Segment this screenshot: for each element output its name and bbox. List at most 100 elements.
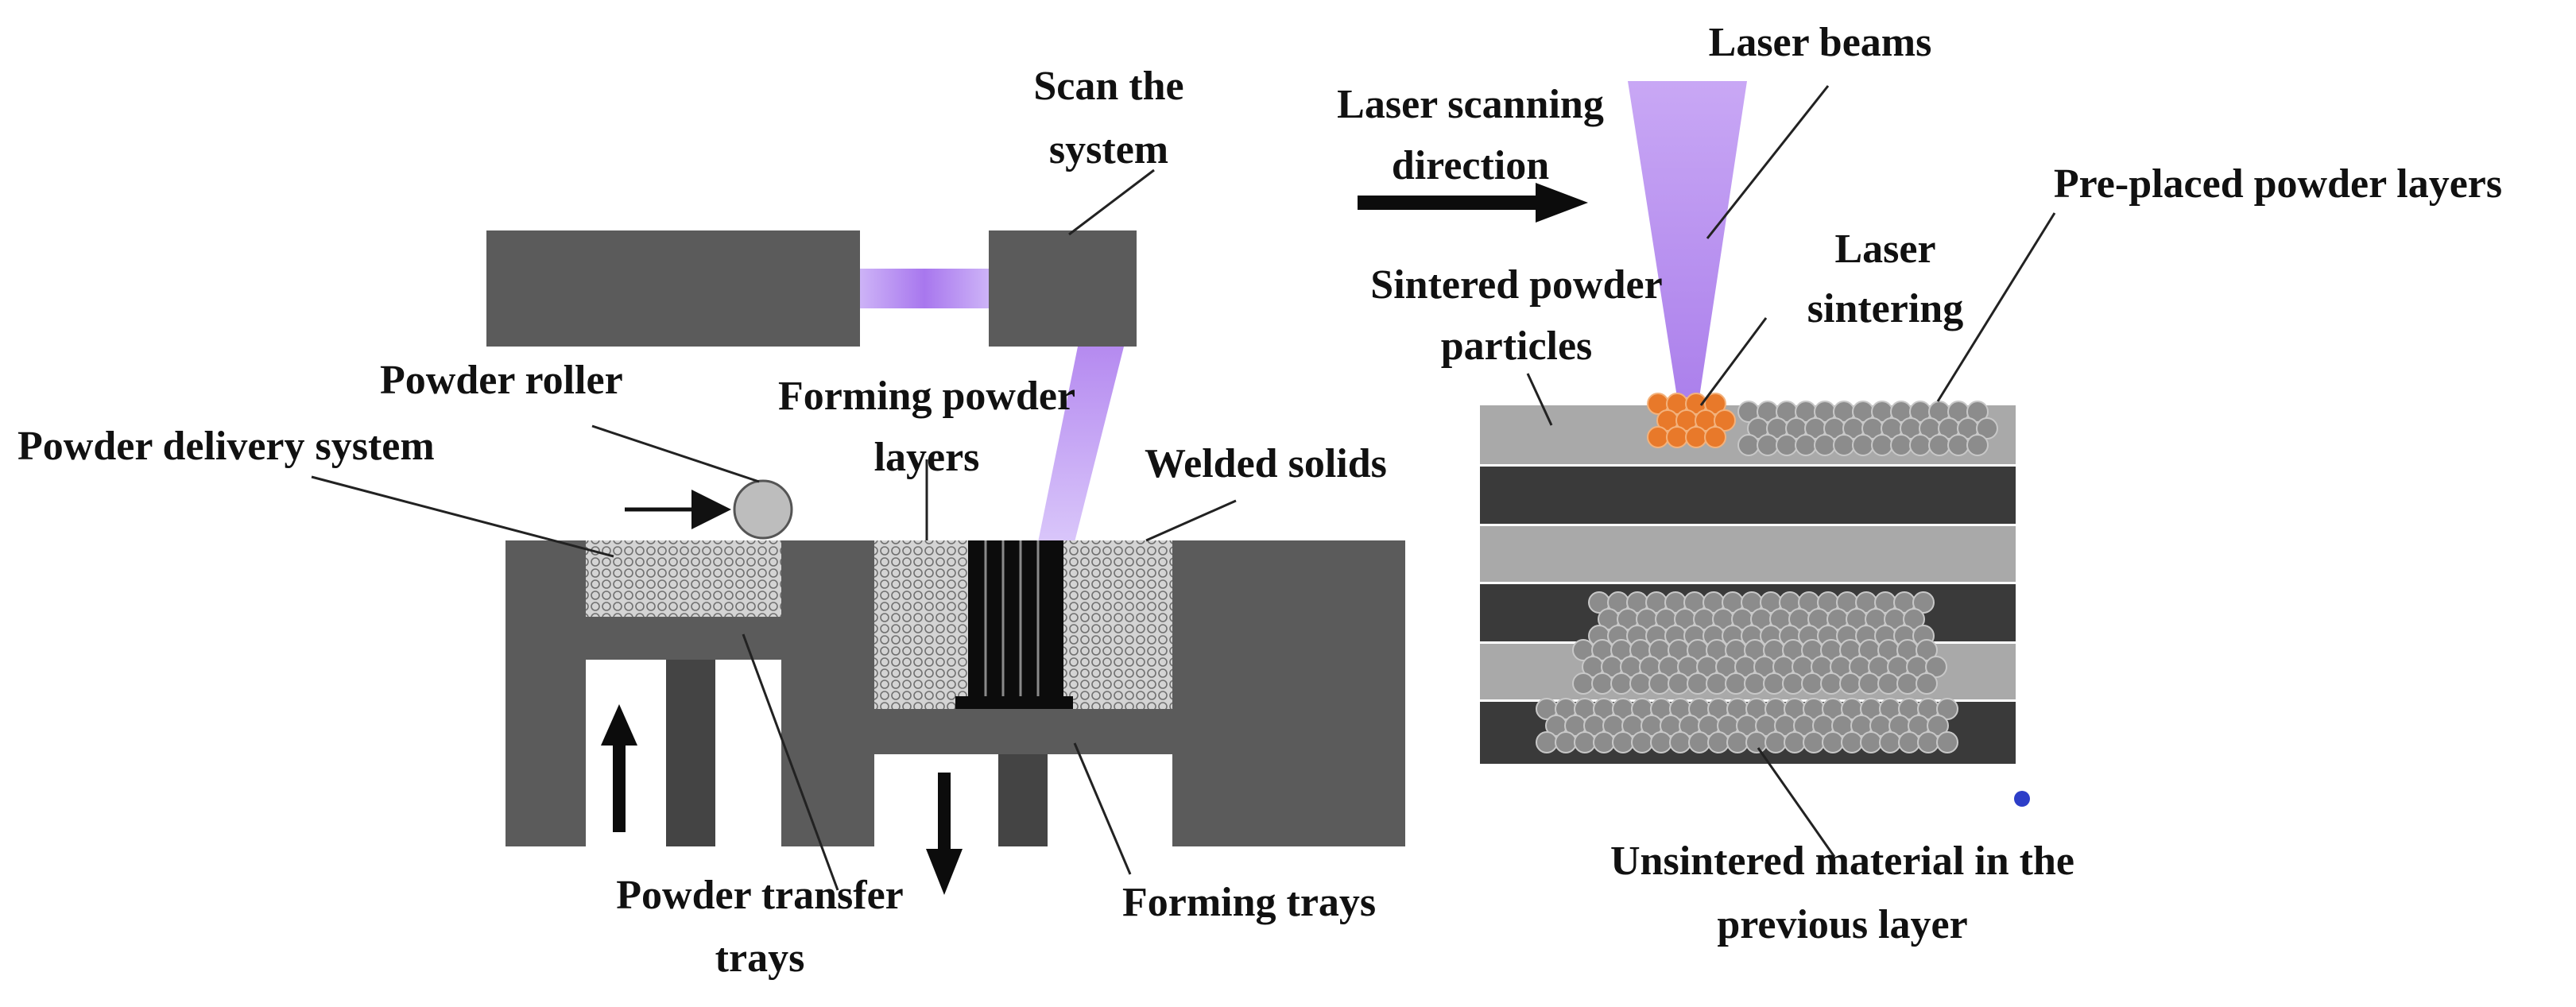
unsintered-particle bbox=[1536, 731, 1558, 753]
label-scan-direction-2: direction bbox=[1392, 143, 1549, 188]
label-welded-solids: Welded solids bbox=[1145, 441, 1387, 486]
pre-placed-particle bbox=[1890, 434, 1912, 456]
delivery-tray-plate bbox=[586, 617, 781, 660]
welded-solid bbox=[955, 540, 1073, 709]
unsintered-particle bbox=[1726, 731, 1749, 753]
sintered-particle bbox=[1714, 409, 1736, 432]
label-scan-system-1: Scan the bbox=[1033, 64, 1183, 109]
blue-dot bbox=[2014, 791, 2030, 807]
unsintered-particle bbox=[1917, 731, 1939, 753]
unsintered-particle bbox=[1744, 672, 1766, 695]
unsintered-particle bbox=[1668, 672, 1690, 695]
unsintered-particle bbox=[1784, 731, 1806, 753]
unsintered-particle bbox=[1591, 672, 1613, 695]
layer-light-2 bbox=[1480, 526, 2016, 582]
unsintered-particle bbox=[1745, 731, 1768, 753]
label-scan-direction-1: Laser scanning bbox=[1337, 82, 1604, 127]
laser-beam-cone bbox=[1628, 81, 1747, 397]
laser-down-beam bbox=[1038, 347, 1124, 542]
unsintered-particle bbox=[1822, 731, 1844, 753]
unsintered-particle bbox=[1612, 731, 1634, 753]
laser-horizontal-beam bbox=[860, 269, 989, 308]
pre-placed-particle bbox=[1909, 434, 1931, 456]
label-scan-system-2: system bbox=[1049, 127, 1168, 172]
forming-piston bbox=[998, 754, 1048, 846]
sintered-particle bbox=[1647, 426, 1669, 448]
up-arrow bbox=[601, 704, 637, 832]
layer-dark-1 bbox=[1480, 467, 2016, 524]
right-detail bbox=[1358, 81, 2030, 807]
unsintered-particle bbox=[1631, 731, 1653, 753]
unsintered-particle bbox=[1916, 672, 1938, 695]
unsintered-particle bbox=[1687, 672, 1709, 695]
label-powder-transfer-2: trays bbox=[715, 935, 805, 981]
unsintered-particle bbox=[1610, 672, 1633, 695]
unsintered-particle bbox=[1707, 731, 1730, 753]
unsintered-particle bbox=[1841, 731, 1863, 753]
unsintered-particle bbox=[1593, 731, 1615, 753]
label-pre-placed: Pre-placed powder layers bbox=[2054, 161, 2502, 207]
pre-placed-particle bbox=[1947, 434, 1970, 456]
label-forming-powder-2: layers bbox=[874, 435, 980, 480]
labels: Scan the system Powder roller Powder del… bbox=[17, 20, 2502, 981]
pre-placed-particle bbox=[1928, 434, 1950, 456]
unsintered-particle bbox=[1877, 672, 1900, 695]
unsintered-particle bbox=[1903, 608, 1925, 630]
unsintered-particle bbox=[1898, 731, 1920, 753]
unsintered-particle bbox=[1706, 672, 1728, 695]
pre-placed-particle bbox=[1966, 401, 1989, 423]
sintered-particle bbox=[1704, 426, 1726, 448]
label-sintered-particles-1: Sintered powder bbox=[1370, 262, 1662, 308]
pre-placed-particle bbox=[1966, 434, 1989, 456]
unsintered-particle bbox=[1839, 672, 1861, 695]
sintered-particle bbox=[1666, 426, 1688, 448]
pre-placed-particle bbox=[1814, 434, 1836, 456]
label-laser-sintering-2: sintering bbox=[1807, 286, 1963, 331]
unsintered-particle bbox=[1764, 731, 1787, 753]
unsintered-particle bbox=[1650, 731, 1672, 753]
unsintered-particle bbox=[1572, 672, 1594, 695]
unsintered-particle bbox=[1858, 672, 1881, 695]
unsintered-particle bbox=[1763, 672, 1785, 695]
scan-direction-arrow bbox=[1358, 183, 1588, 223]
label-laser-beams: Laser beams bbox=[1709, 20, 1932, 65]
unsintered-particle bbox=[1820, 672, 1842, 695]
unsintered-particle bbox=[1927, 715, 1949, 737]
label-sintered-particles-2: particles bbox=[1441, 323, 1593, 369]
unsintered-particle bbox=[1879, 731, 1901, 753]
label-forming-powder-1: Forming powder bbox=[778, 374, 1075, 419]
left-leader-lines bbox=[311, 168, 1237, 891]
pre-placed-particle bbox=[1795, 434, 1817, 456]
unsintered-particle bbox=[1648, 672, 1671, 695]
label-laser-sintering-1: Laser bbox=[1834, 227, 1935, 272]
label-powder-roller: Powder roller bbox=[380, 358, 623, 403]
unsintered-particle bbox=[1803, 731, 1825, 753]
scan-system-box bbox=[989, 230, 1137, 347]
forming-tray-plate bbox=[874, 709, 1172, 754]
delivery-piston bbox=[666, 660, 715, 846]
unsintered-particle bbox=[1725, 672, 1747, 695]
pre-placed-particle bbox=[1852, 434, 1874, 456]
label-powder-delivery: Powder delivery system bbox=[17, 424, 435, 469]
powder-particles bbox=[1536, 393, 1998, 753]
label-forming-trays: Forming trays bbox=[1122, 880, 1376, 925]
pre-placed-particle bbox=[1776, 434, 1798, 456]
unsintered-particle bbox=[1801, 672, 1823, 695]
unsintered-particle bbox=[1669, 731, 1691, 753]
pre-placed-particle bbox=[1871, 434, 1893, 456]
label-unsintered-1: Unsintered material in the bbox=[1610, 839, 2074, 884]
label-powder-transfer-1: Powder transfer bbox=[616, 873, 904, 918]
pre-placed-particle bbox=[1976, 417, 1998, 440]
delivery-powder bbox=[586, 540, 781, 617]
unsintered-particle bbox=[1936, 698, 1958, 720]
unsintered-particle bbox=[1916, 639, 1938, 661]
sintered-particle bbox=[1685, 426, 1707, 448]
down-arrow bbox=[926, 773, 963, 895]
left-machine bbox=[486, 230, 1405, 895]
unsintered-particle bbox=[1555, 731, 1577, 753]
right-leader-lines bbox=[1526, 85, 2056, 858]
unsintered-particle bbox=[1688, 731, 1710, 753]
unsintered-particle bbox=[1925, 656, 1947, 678]
unsintered-particle bbox=[1629, 672, 1652, 695]
unsintered-particle bbox=[1936, 731, 1958, 753]
